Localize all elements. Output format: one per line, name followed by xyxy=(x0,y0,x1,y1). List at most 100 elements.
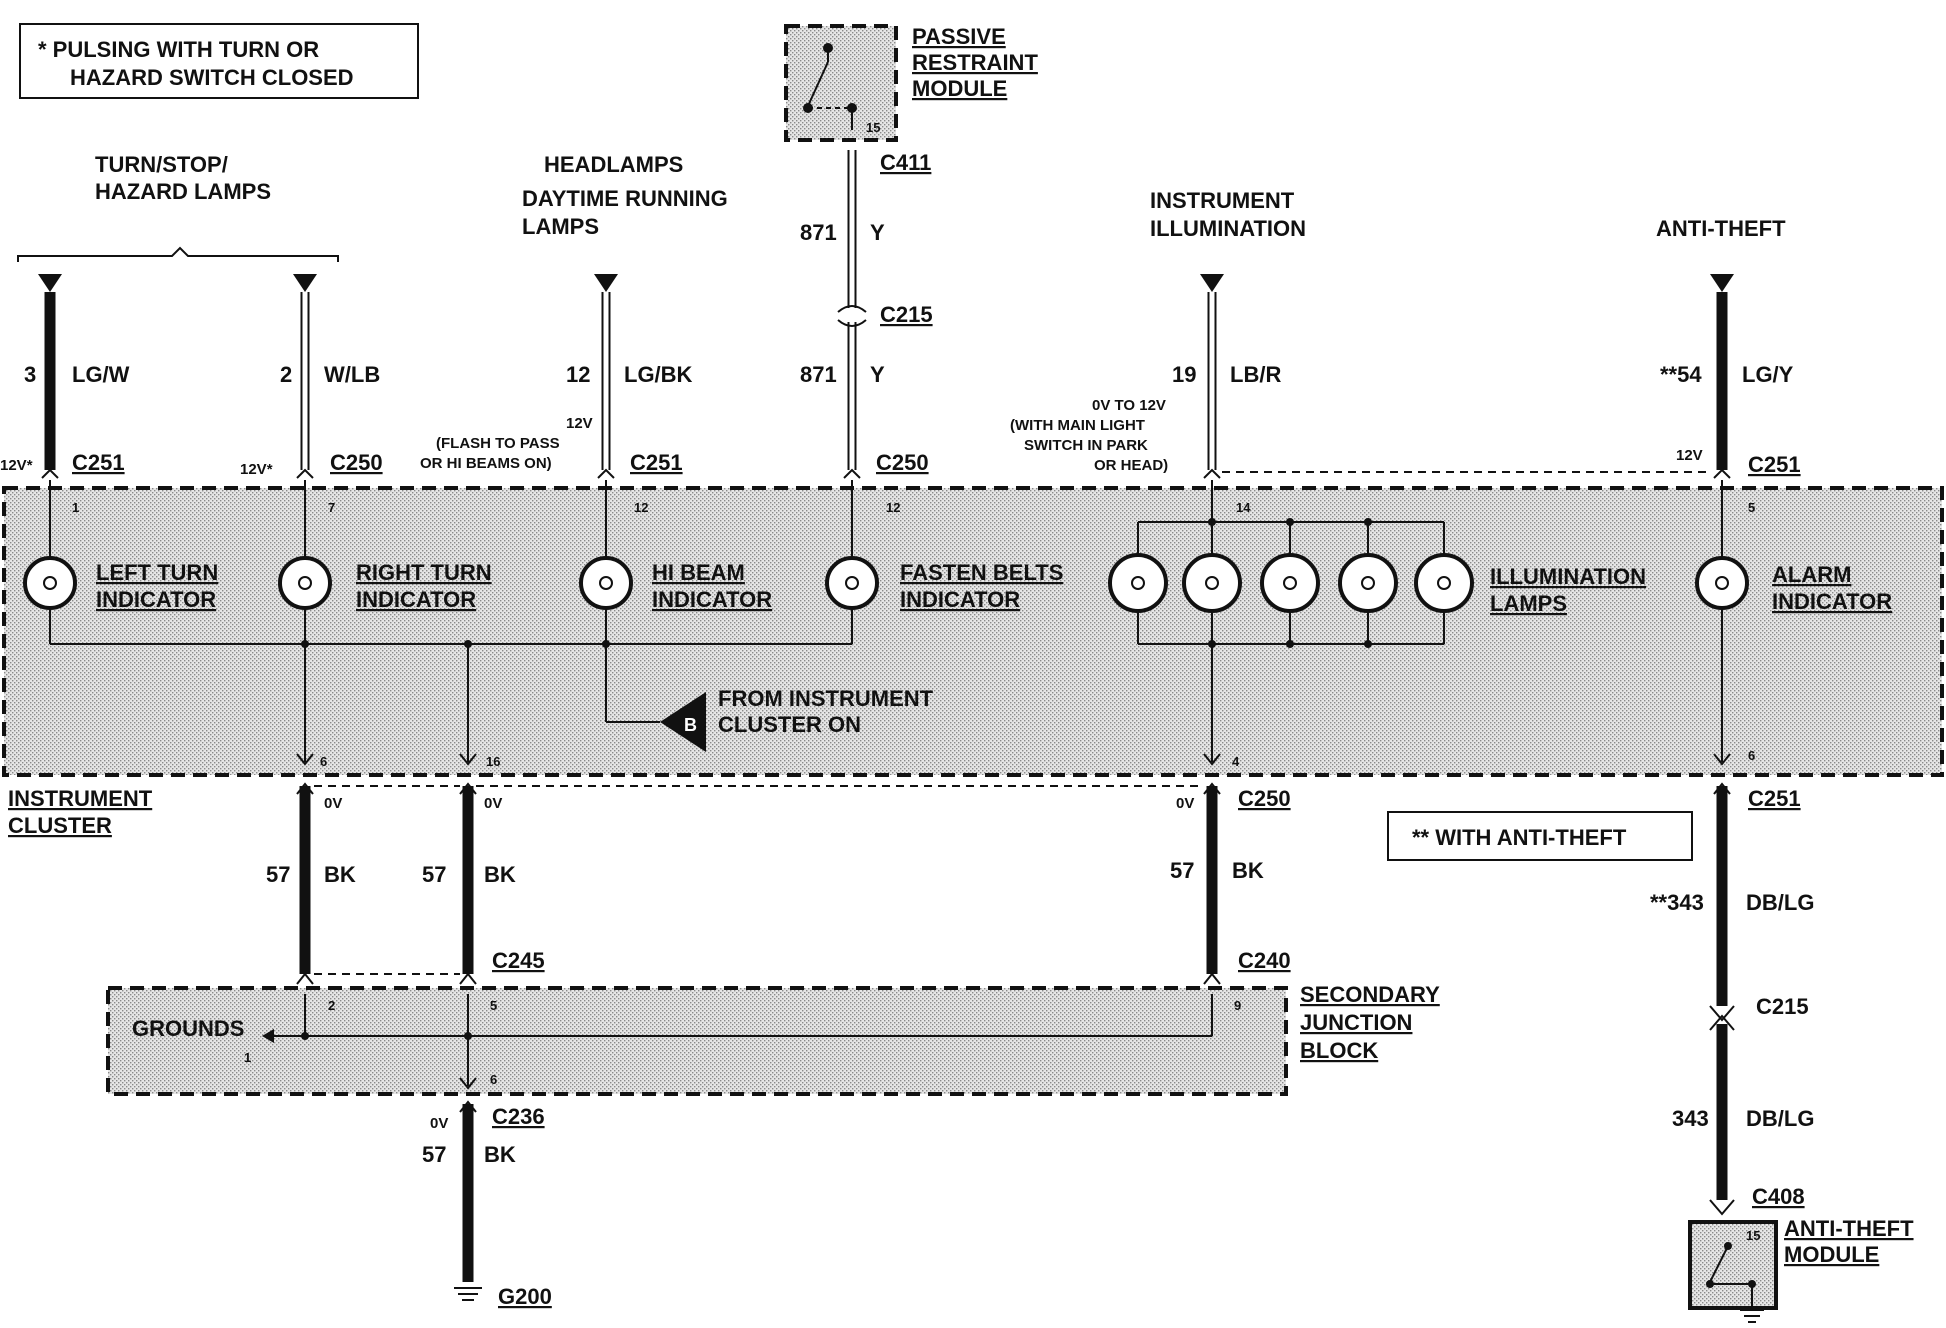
svg-text:0V: 0V xyxy=(324,795,342,812)
svg-text:HI BEAM: HI BEAM xyxy=(652,560,745,585)
svg-text:PASSIVE: PASSIVE xyxy=(912,24,1006,49)
svg-text:* PULSING WITH TURN OR: * PULSING WITH TURN OR xyxy=(38,37,319,62)
svg-text:** WITH ANTI-THEFT: ** WITH ANTI-THEFT xyxy=(1412,825,1627,850)
svg-text:INDICATOR: INDICATOR xyxy=(96,587,216,612)
svg-text:6: 6 xyxy=(320,754,327,769)
svg-text:JUNCTION: JUNCTION xyxy=(1300,1010,1412,1035)
svg-text:C245: C245 xyxy=(492,948,545,973)
source-labels: TURN/STOP/ HAZARD LAMPS HEADLAMPS DAYTIM… xyxy=(17,152,1786,262)
svg-text:57: 57 xyxy=(422,862,446,887)
svg-text:GROUNDS: GROUNDS xyxy=(132,1016,244,1041)
svg-text:C251: C251 xyxy=(1748,452,1801,477)
hi-beam-bulb xyxy=(579,556,633,610)
svg-text:BK: BK xyxy=(484,862,516,887)
svg-text:C215: C215 xyxy=(880,302,933,327)
note-pulsing: * PULSING WITH TURN OR HAZARD SWITCH CLO… xyxy=(19,23,419,99)
svg-text:OR HI BEAMS ON): OR HI BEAMS ON) xyxy=(420,455,552,472)
illumination-bulb-4 xyxy=(1338,553,1398,613)
svg-text:W/LB: W/LB xyxy=(324,362,380,387)
svg-text:ILLUMINATION: ILLUMINATION xyxy=(1150,216,1306,241)
right-turn-bulb xyxy=(278,556,332,610)
ground-wires xyxy=(262,782,1221,1301)
svg-text:INDICATOR: INDICATOR xyxy=(1772,589,1892,614)
svg-text:15: 15 xyxy=(1746,1228,1760,1243)
svg-text:0V: 0V xyxy=(484,795,502,812)
svg-text:HAZARD SWITCH CLOSED: HAZARD SWITCH CLOSED xyxy=(70,65,354,90)
svg-text:CLUSTER ON: CLUSTER ON xyxy=(718,712,861,737)
svg-text:INDICATOR: INDICATOR xyxy=(652,587,772,612)
svg-text:MODULE: MODULE xyxy=(912,76,1007,101)
svg-text:343: 343 xyxy=(1672,1106,1709,1131)
svg-text:0V TO 12V: 0V TO 12V xyxy=(1092,397,1166,414)
svg-text:OR HEAD): OR HEAD) xyxy=(1094,457,1168,474)
svg-text:BK: BK xyxy=(324,862,356,887)
cluster-internal-wiring: B FROM INSTRUMENT CLUSTER ON xyxy=(49,480,1731,766)
svg-text:C215: C215 xyxy=(1756,994,1809,1019)
svg-text:12V*: 12V* xyxy=(240,461,273,478)
svg-text:INSTRUMENT: INSTRUMENT xyxy=(1150,188,1295,213)
svg-text:1: 1 xyxy=(244,1050,251,1065)
top-wires xyxy=(38,150,1734,479)
svg-text:CLUSTER: CLUSTER xyxy=(8,813,112,838)
illumination-bulb-1 xyxy=(1108,553,1168,613)
svg-text:BK: BK xyxy=(484,1142,516,1167)
svg-text:DB/LG: DB/LG xyxy=(1746,890,1814,915)
ground-wire-labels: 57 BK 57 BK 57 BK 57 BK xyxy=(266,858,1264,1167)
svg-text:TURN/STOP/: TURN/STOP/ xyxy=(95,152,228,177)
svg-text:9: 9 xyxy=(1234,998,1241,1013)
passive-restraint-module: 15 PASSIVE RESTRAINT MODULE xyxy=(784,24,1038,142)
svg-text:ILLUMINATION: ILLUMINATION xyxy=(1490,564,1646,589)
svg-text:6: 6 xyxy=(1748,748,1755,763)
voltage-labels: 12V* 12V* 12V (FLASH TO PASS OR HI BEAMS… xyxy=(0,397,1703,1132)
svg-text:SECONDARY: SECONDARY xyxy=(1300,982,1440,1007)
note-anti-theft: ** WITH ANTI-THEFT xyxy=(1387,811,1693,861)
svg-text:RESTRAINT: RESTRAINT xyxy=(912,50,1038,75)
svg-text:871: 871 xyxy=(800,362,837,387)
svg-text:19: 19 xyxy=(1172,362,1196,387)
svg-text:C251: C251 xyxy=(1748,786,1801,811)
svg-text:**343: **343 xyxy=(1650,890,1704,915)
svg-text:57: 57 xyxy=(1170,858,1194,883)
svg-text:5: 5 xyxy=(1748,500,1755,515)
svg-text:INDICATOR: INDICATOR xyxy=(900,587,1020,612)
svg-text:LG/W: LG/W xyxy=(72,362,130,387)
svg-text:DAYTIME RUNNING: DAYTIME RUNNING xyxy=(522,186,728,211)
svg-text:C250: C250 xyxy=(330,450,383,475)
connector-labels: C411 C215 C251 C250 C251 C250 C251 C250 … xyxy=(72,150,1809,1309)
illumination-bulb-2 xyxy=(1182,553,1242,613)
svg-text:INDICATOR: INDICATOR xyxy=(356,587,476,612)
svg-text:C408: C408 xyxy=(1752,1184,1805,1209)
alarm-bulb xyxy=(1695,556,1749,610)
svg-text:DB/LG: DB/LG xyxy=(1746,1106,1814,1131)
svg-text:ANTI-THEFT: ANTI-THEFT xyxy=(1656,216,1786,241)
svg-text:FASTEN BELTS: FASTEN BELTS xyxy=(900,560,1063,585)
svg-text:BLOCK: BLOCK xyxy=(1300,1038,1378,1063)
svg-text:Y: Y xyxy=(870,362,885,387)
svg-text:5: 5 xyxy=(490,998,497,1013)
svg-text:C240: C240 xyxy=(1238,948,1291,973)
top-wire-labels: 3 LG/W 2 W/LB 12 LG/BK 871 Y 871 Y 19 LB… xyxy=(24,220,1794,387)
svg-text:G200: G200 xyxy=(498,1284,552,1309)
svg-text:12V*: 12V* xyxy=(0,457,33,474)
svg-text:C251: C251 xyxy=(630,450,683,475)
svg-text:12: 12 xyxy=(566,362,590,387)
svg-text:LAMPS: LAMPS xyxy=(1490,591,1567,616)
svg-text:ANTI-THEFT: ANTI-THEFT xyxy=(1784,1216,1914,1241)
svg-text:(FLASH TO PASS: (FLASH TO PASS xyxy=(436,435,560,452)
svg-text:HAZARD LAMPS: HAZARD LAMPS xyxy=(95,179,271,204)
svg-text:C250: C250 xyxy=(876,450,929,475)
svg-text:BK: BK xyxy=(1232,858,1264,883)
svg-text:RIGHT TURN: RIGHT TURN xyxy=(356,560,492,585)
svg-text:LB/R: LB/R xyxy=(1230,362,1281,387)
anti-theft-module: 15 ANTI-THEFT MODULE xyxy=(1688,1216,1914,1323)
indicator-bulbs xyxy=(23,553,1749,613)
svg-text:16: 16 xyxy=(486,754,500,769)
svg-text:C250: C250 xyxy=(1238,786,1291,811)
svg-text:LEFT TURN: LEFT TURN xyxy=(96,560,218,585)
svg-text:57: 57 xyxy=(266,862,290,887)
svg-text:12: 12 xyxy=(634,500,648,515)
svg-text:Y: Y xyxy=(870,220,885,245)
svg-text:**54: **54 xyxy=(1660,362,1702,387)
svg-text:HEADLAMPS: HEADLAMPS xyxy=(544,152,683,177)
